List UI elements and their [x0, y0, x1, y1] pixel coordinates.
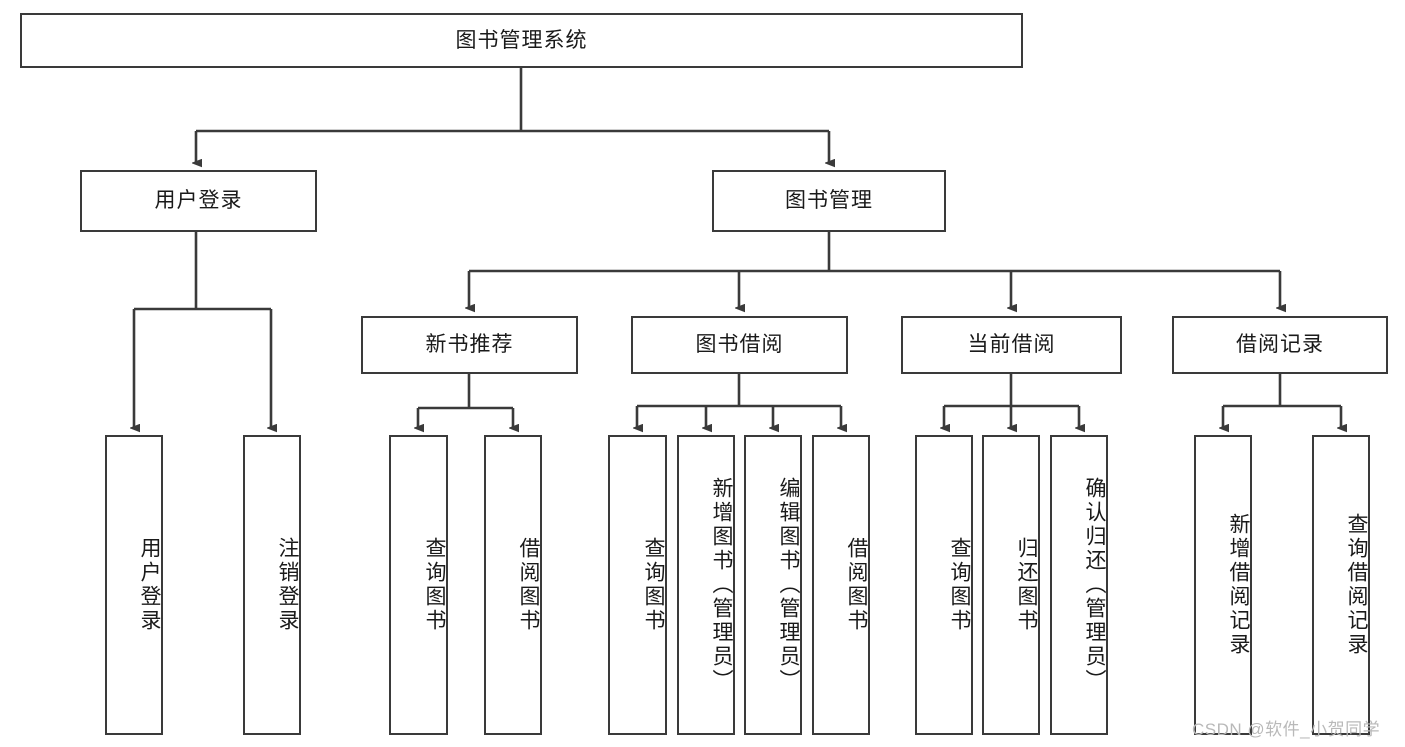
leaf-borrow-book-2-label: 借阅图书	[845, 537, 868, 633]
leaf-query-record-label: 查询借阅记录	[1345, 513, 1368, 657]
leaf-add-book[interactable]: 新增图书（管理员）	[677, 435, 735, 735]
node-root-label: 图书管理系统	[455, 28, 588, 52]
leaf-add-record[interactable]: 新增借阅记录	[1194, 435, 1252, 735]
leaf-query-record[interactable]: 查询借阅记录	[1312, 435, 1370, 735]
csdn-watermark: CSDN @软件_小贺同学	[1192, 720, 1381, 739]
node-user-login[interactable]: 用户登录	[80, 170, 317, 232]
leaf-query-book-2[interactable]: 查询图书	[608, 435, 667, 735]
node-current-borrow-label: 当前借阅	[967, 333, 1056, 357]
node-current-borrow[interactable]: 当前借阅	[901, 316, 1122, 374]
leaf-confirm-return-label: 确认归还（管理员）	[1083, 477, 1106, 693]
leaf-return-book-label: 归还图书	[1015, 537, 1038, 633]
leaf-logout-label: 注销登录	[276, 537, 299, 633]
leaf-borrow-book-2[interactable]: 借阅图书	[812, 435, 870, 735]
leaf-edit-book-label: 编辑图书（管理员）	[777, 477, 800, 693]
node-new-book-recommend[interactable]: 新书推荐	[361, 316, 578, 374]
leaf-user-login[interactable]: 用户登录	[105, 435, 163, 735]
leaf-edit-book[interactable]: 编辑图书（管理员）	[744, 435, 802, 735]
leaf-logout[interactable]: 注销登录	[243, 435, 301, 735]
node-book-borrow-label: 图书借阅	[695, 333, 784, 357]
leaf-query-book-3-label: 查询图书	[948, 537, 971, 633]
leaf-query-book-1[interactable]: 查询图书	[389, 435, 448, 735]
node-book-borrow[interactable]: 图书借阅	[631, 316, 848, 374]
node-user-login-label: 用户登录	[154, 189, 243, 213]
leaf-borrow-book-1-label: 借阅图书	[517, 537, 540, 633]
leaf-confirm-return[interactable]: 确认归还（管理员）	[1050, 435, 1108, 735]
leaf-query-book-2-label: 查询图书	[642, 537, 665, 633]
node-borrow-record-label: 借阅记录	[1236, 333, 1324, 357]
leaf-add-record-label: 新增借阅记录	[1227, 513, 1250, 657]
leaf-add-book-label: 新增图书（管理员）	[710, 477, 733, 693]
leaf-return-book[interactable]: 归还图书	[982, 435, 1040, 735]
node-book-management-label: 图书管理	[785, 189, 873, 213]
node-new-book-recommend-label: 新书推荐	[425, 333, 514, 357]
node-book-management[interactable]: 图书管理	[712, 170, 946, 232]
leaf-borrow-book-1[interactable]: 借阅图书	[484, 435, 542, 735]
leaf-user-login-label: 用户登录	[138, 537, 161, 633]
leaf-query-book-3[interactable]: 查询图书	[915, 435, 973, 735]
leaf-query-book-1-label: 查询图书	[423, 537, 446, 633]
node-borrow-record[interactable]: 借阅记录	[1172, 316, 1388, 374]
node-root[interactable]: 图书管理系统	[20, 13, 1023, 68]
